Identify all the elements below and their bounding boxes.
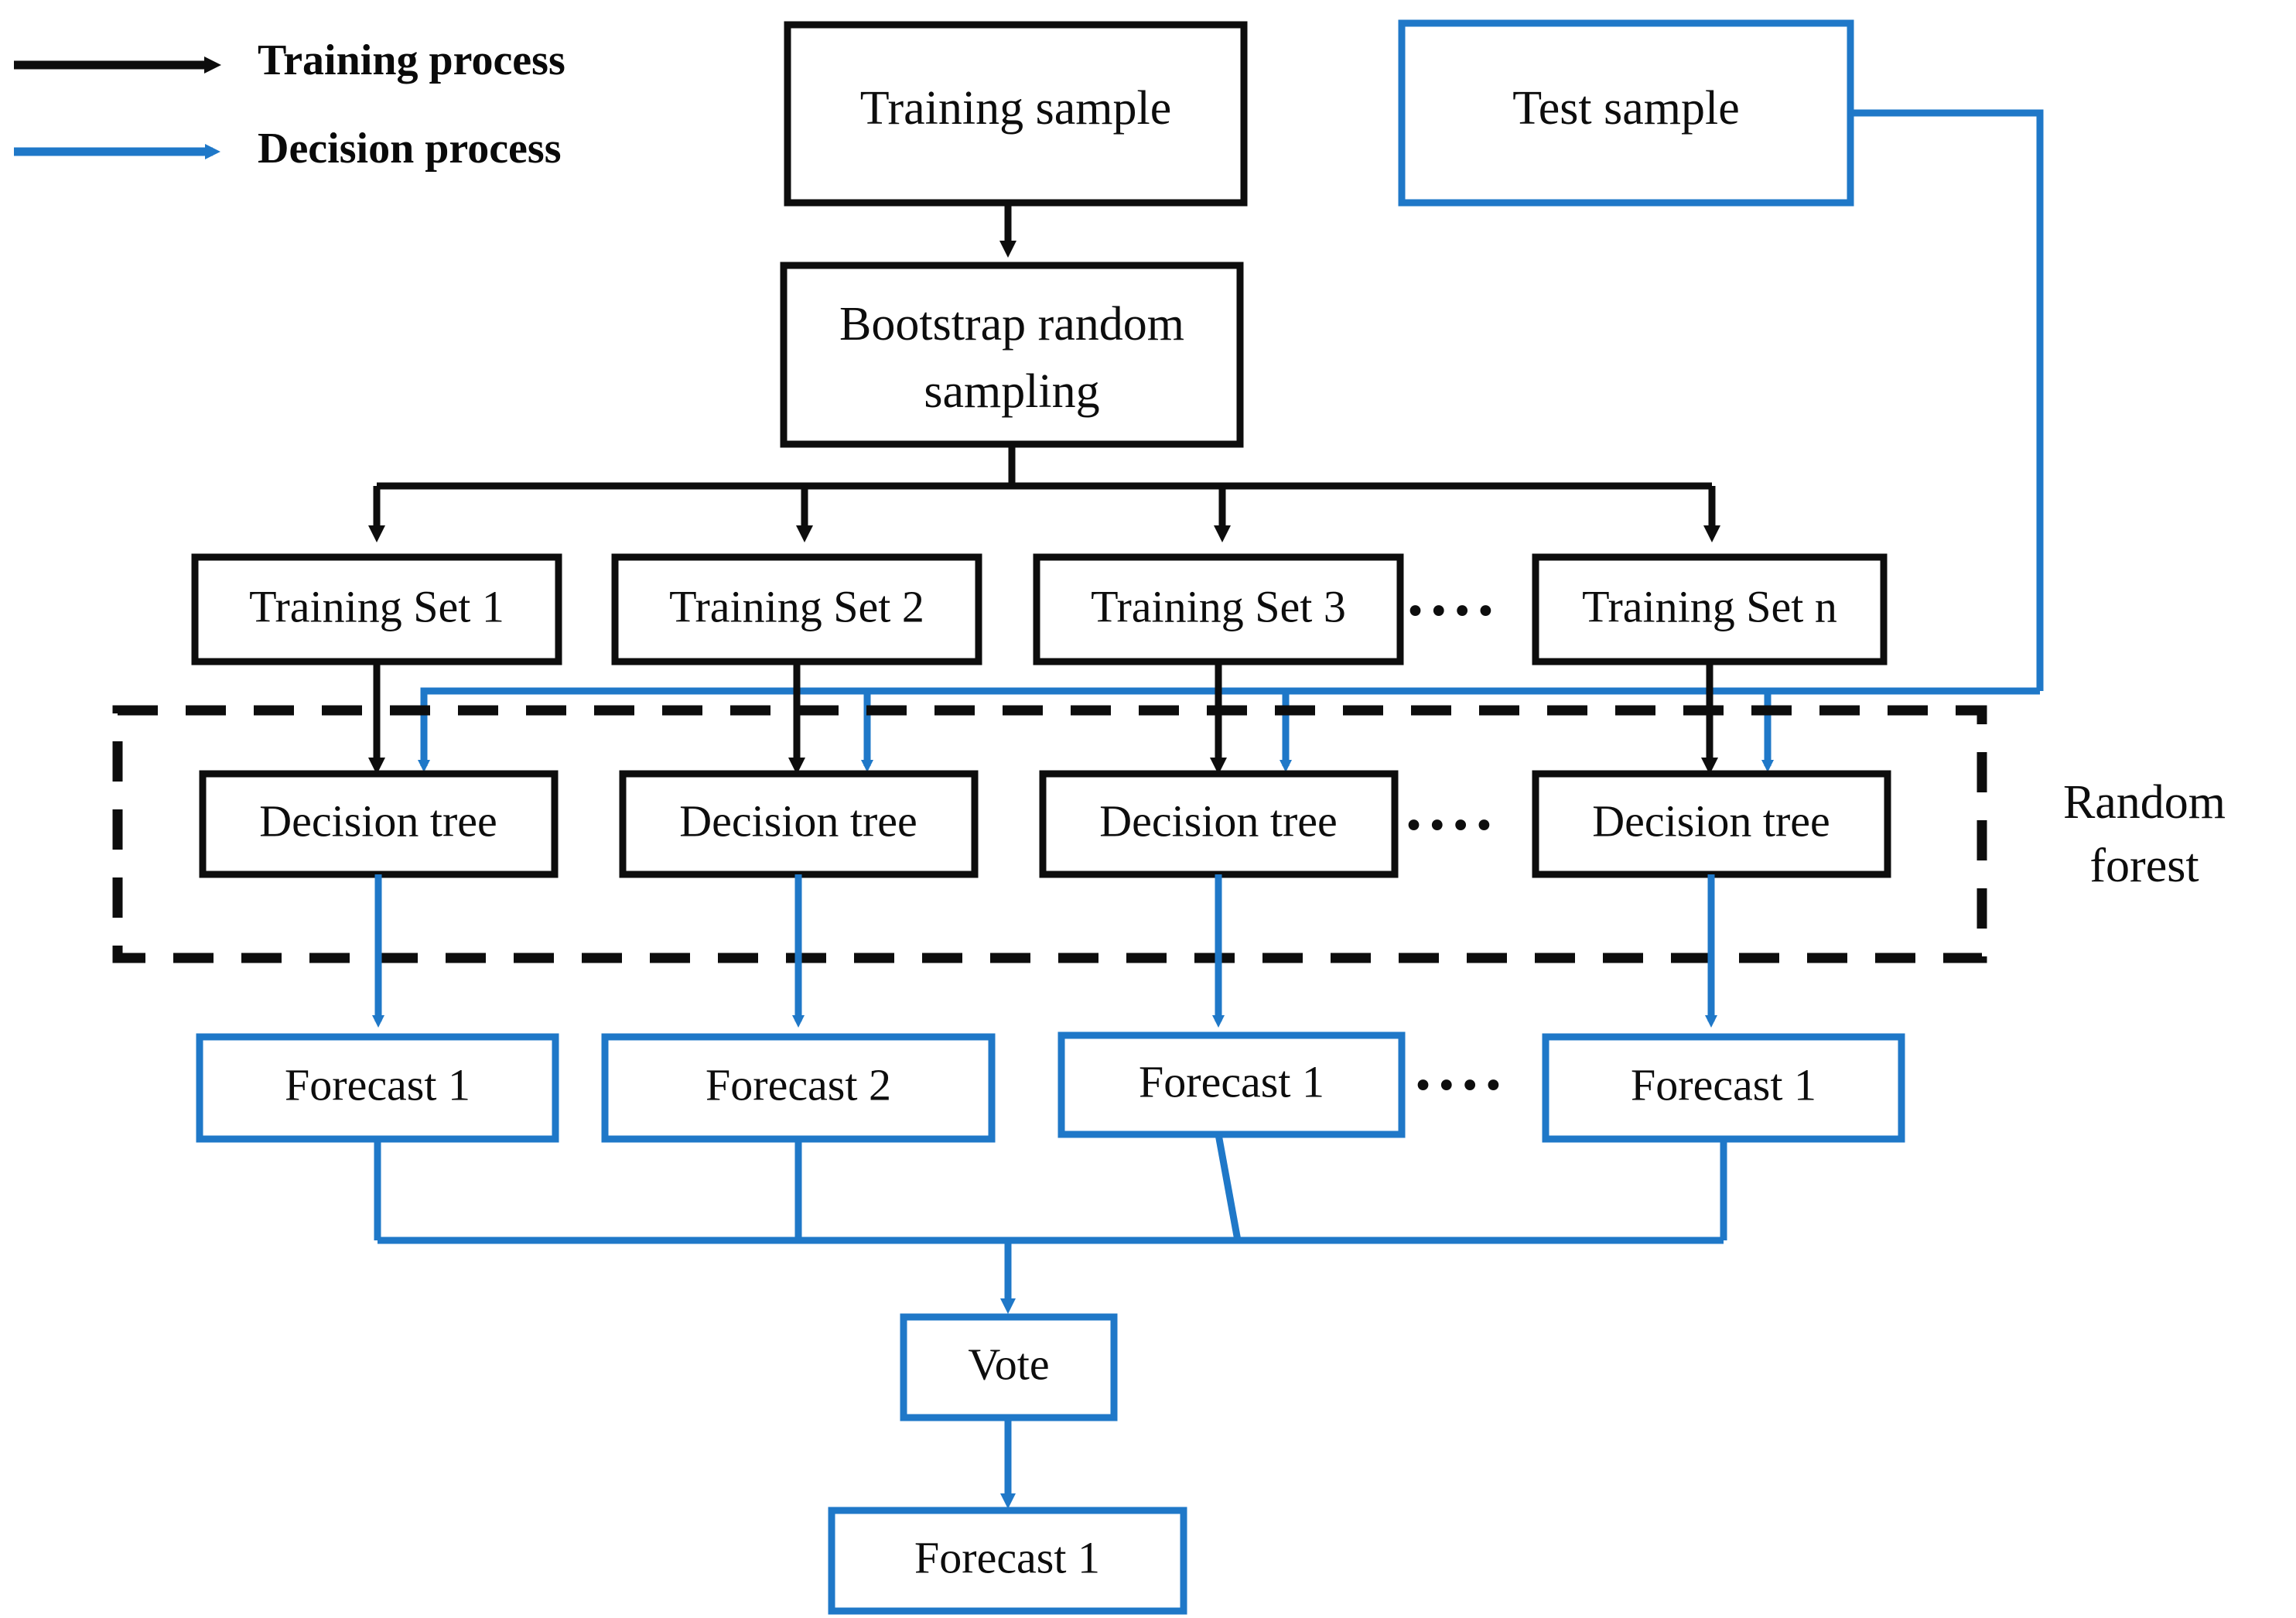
decision-tree-2-label: Decision tree (679, 795, 917, 846)
training-set-1-node: Training Set 1 (191, 553, 562, 665)
training-set-n-box (1532, 553, 1888, 665)
test-sample-box (1398, 19, 1854, 207)
training-set-3-node: Training Set 3 (1033, 553, 1404, 665)
training-sample-node: Training sample (784, 21, 1248, 207)
decision-tree-n-node: Decision tree (1532, 770, 1891, 878)
bootstrap-label-line2: sampling (924, 365, 1099, 418)
decision-tree-1-label: Decision tree (259, 795, 497, 846)
bootstrap-box (780, 262, 1244, 448)
forecast-n-label: Forecast 1 (1631, 1059, 1816, 1110)
training-set-n-label: Training Set n (1582, 581, 1837, 631)
forecast-2-node: Forecast 2 (601, 1033, 996, 1143)
legend-label-training: Training process (258, 36, 565, 84)
final-forecast-label: Forecast 1 (914, 1532, 1100, 1582)
legend-label-decision: Decision process (258, 125, 562, 173)
training-set-3-label: Training Set 3 (1091, 581, 1346, 631)
decision-tree-n-label: Decision tree (1592, 795, 1830, 846)
forecast-2-box (601, 1033, 996, 1143)
training-sample-box (784, 21, 1248, 207)
decision-tree-1-node: Decision tree (199, 770, 559, 878)
forecast-3-box (1057, 1031, 1406, 1138)
training-sample-label: Training sample (860, 82, 1171, 135)
final-forecast-node: Forecast 1 (828, 1507, 1187, 1615)
decision-tree-3-label: Decision tree (1099, 795, 1338, 846)
forecast-3-node: Forecast 1 (1057, 1031, 1406, 1138)
test-sample-label: Test sample (1512, 82, 1740, 135)
training-sets-ellipsis: •••• (1407, 585, 1501, 635)
decision-tree-3-node: Decision tree (1039, 770, 1399, 878)
decision-tree-2-node: Decision tree (619, 770, 979, 878)
forecast-3-label: Forecast 1 (1139, 1056, 1324, 1107)
random-forest-group-box (112, 705, 1987, 963)
training-set-2-label: Training Set 2 (669, 581, 924, 631)
test-sample-node: Test sample (1398, 19, 1854, 207)
random-forest-label-line2: forest (2089, 840, 2199, 892)
decision-tree-1-box (199, 770, 559, 878)
training-set-1-label: Training Set 1 (249, 581, 504, 631)
edge-forecast-3-to-merge (1215, 1134, 1242, 1241)
final-forecast-box (828, 1507, 1187, 1615)
decision-tree-3-box (1039, 770, 1399, 878)
training-set-n-node: Training Set n (1532, 553, 1888, 665)
training-set-2-node: Training Set 2 (611, 553, 982, 665)
vote-label: Vote (968, 1339, 1049, 1389)
bootstrap-label-line1: Bootstrap random (839, 298, 1184, 351)
vote-node: Vote (900, 1313, 1118, 1421)
forecast-n-node: Forecast 1 (1542, 1033, 1905, 1143)
forecast-2-label: Forecast 2 (706, 1059, 891, 1110)
legend: Training process Decision process (14, 36, 565, 173)
random-forest-label-line1: Random (2063, 776, 2226, 829)
decision-trees-ellipsis: •••• (1406, 799, 1499, 850)
forecasts-ellipsis: •••• (1415, 1059, 1508, 1110)
decision-bus-blue (420, 687, 2040, 706)
vote-box (900, 1313, 1118, 1421)
bootstrap-node: Bootstrap random sampling (780, 262, 1244, 448)
forecast-1-node: Forecast 1 (196, 1033, 559, 1143)
forecast-1-label: Forecast 1 (285, 1059, 470, 1110)
edge-test-sample-to-decision-bus (1850, 109, 2044, 691)
